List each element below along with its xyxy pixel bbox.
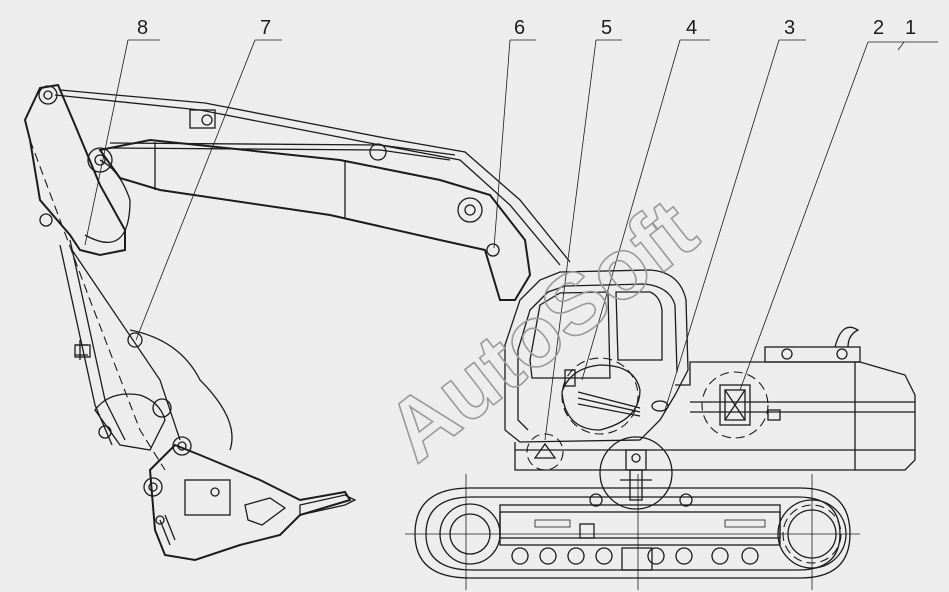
upper-structure (514, 326, 916, 471)
callout-3: 3 (784, 17, 795, 39)
callout-8: 8 (137, 17, 148, 39)
callout-6: 6 (514, 17, 525, 39)
callout-7: 7 (260, 17, 271, 39)
boom (54, 89, 571, 301)
callout-5: 5 (601, 17, 612, 39)
callout-labels: 1 2 3 4 5 6 7 8 (137, 17, 916, 39)
crawler-track (405, 474, 860, 590)
operator-cab (504, 269, 689, 471)
center-joint (599, 436, 673, 510)
callout-2: 2 (873, 17, 884, 39)
callout-leaders (84, 39, 938, 441)
hydraulic-breaker (143, 436, 357, 562)
arm (23, 83, 233, 471)
callout-1: 1 (905, 17, 916, 39)
callout-4: 4 (686, 17, 697, 39)
